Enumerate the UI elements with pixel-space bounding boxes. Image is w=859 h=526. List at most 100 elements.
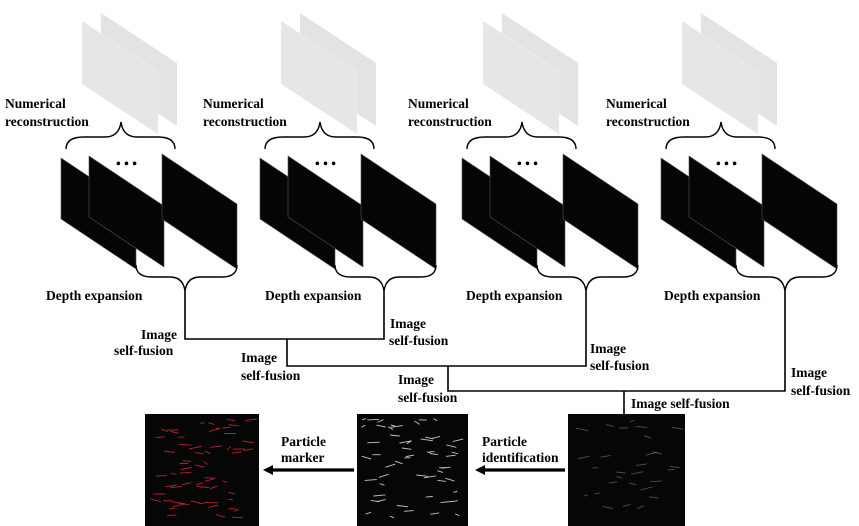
depth-slice-plane [489, 155, 566, 268]
self-fusion-label-5: Image [398, 372, 434, 387]
particle-streak [150, 498, 161, 503]
particle-streak [390, 425, 403, 428]
particle-streak [166, 514, 177, 517]
particle-streak [161, 428, 168, 432]
particle-streak [645, 451, 658, 456]
particle-streak [231, 516, 244, 519]
particle-streak [394, 460, 403, 465]
particle-streak [437, 479, 446, 482]
reconstruction-brace [466, 121, 577, 150]
particle-streak [616, 475, 623, 479]
depth-slice-stack [461, 153, 639, 270]
particle-streak [423, 475, 436, 479]
depth-expansion-brace [135, 264, 238, 292]
self-fusion-label-2: Image [390, 316, 426, 331]
particle-streak [204, 450, 211, 454]
particle-streak [401, 447, 412, 450]
reconstruction-brace [665, 121, 776, 150]
depth-slice-stack [259, 153, 437, 270]
particle-streak [188, 446, 202, 450]
particle-streak [425, 496, 433, 498]
particle-streak [446, 444, 457, 448]
particle-streak [209, 428, 219, 432]
depth-expansion-label: Depth expansion [46, 288, 143, 303]
particle-streak [445, 477, 455, 482]
particle-streak [430, 453, 439, 455]
column-2: Numerical reconstruction • • • Depth exp… [203, 13, 437, 303]
particle-streak [452, 438, 464, 442]
particle-streak [430, 512, 440, 515]
particle-streak [447, 500, 458, 503]
particle-streak [644, 435, 652, 439]
particle-streak [196, 486, 210, 488]
particle-streak [385, 463, 396, 468]
particle-streak [414, 420, 420, 425]
particle-streak [169, 486, 183, 488]
particle-streak [577, 455, 590, 460]
identified-particles [361, 418, 464, 519]
particle-streak [420, 438, 433, 442]
depth-slice-plane [287, 155, 364, 268]
particle-streak [378, 473, 389, 478]
particle-streak [616, 471, 626, 474]
particle-streak [361, 424, 366, 428]
hologram-stack [482, 13, 578, 135]
particle-streak [165, 484, 177, 488]
particle-streak [387, 426, 394, 430]
numerical-reconstruction-label-line2: reconstruction [203, 114, 287, 129]
hologram-stack [280, 13, 376, 135]
ellipsis-dots: • • • [315, 156, 336, 171]
column-3: Numerical reconstruction • • • Depth exp… [408, 13, 639, 303]
particle-streak [228, 424, 240, 427]
particle-streak [376, 424, 386, 428]
particle-streak [424, 436, 434, 440]
particle-streak [215, 514, 226, 518]
particle-streak [377, 419, 384, 423]
particle-streak [194, 464, 205, 468]
hologram-texture [281, 21, 357, 134]
particle-streak [648, 496, 659, 499]
reconstruction-brace [264, 121, 375, 150]
fused-particles [575, 420, 684, 509]
particle-streak [426, 451, 432, 454]
fusion-connector-1 [184, 291, 385, 340]
ellipsis-dots: • • • [517, 156, 538, 171]
particle-streak [182, 482, 192, 485]
particle-streak [455, 513, 460, 516]
particle-streak [637, 505, 644, 509]
particle-streak [432, 436, 441, 439]
self-fusion-label-4: Image [590, 341, 626, 356]
depth-slice-plane [88, 155, 165, 268]
particle-marker-label: Particle [281, 434, 326, 449]
self-fusion-label-5-line2: self-fusion [398, 390, 458, 405]
particle-streak [231, 451, 243, 454]
particle-streak [671, 427, 684, 430]
particle-streak [631, 471, 644, 475]
depth-slice-stack [660, 153, 838, 270]
particle-streak [416, 474, 429, 477]
particle-streak [222, 426, 231, 429]
self-fusion-label-3-line2: self-fusion [241, 368, 301, 383]
marked-particles [150, 418, 257, 519]
particle-streak [243, 448, 253, 451]
particle-streak [222, 480, 228, 483]
particle-streak [172, 503, 185, 508]
numerical-reconstruction-label: Numerical [5, 96, 66, 111]
particle-streak [606, 424, 615, 428]
self-fusion-label-6: Image [791, 365, 827, 380]
particle-streak [170, 431, 179, 434]
particle-streak [226, 446, 232, 451]
particle-streak [437, 470, 444, 473]
identified-particles-image [357, 414, 468, 526]
particle-streak [234, 508, 239, 512]
particle-streak [650, 480, 662, 483]
particle-streak [389, 515, 395, 519]
particle-streak [622, 503, 631, 507]
hologram-texture [82, 21, 158, 134]
particle-streak [205, 478, 214, 482]
particle-streak [600, 455, 611, 458]
particle-streak [204, 477, 216, 479]
particle-streak [205, 501, 219, 504]
hologram-stack [681, 13, 777, 135]
particle-streak [396, 505, 409, 508]
